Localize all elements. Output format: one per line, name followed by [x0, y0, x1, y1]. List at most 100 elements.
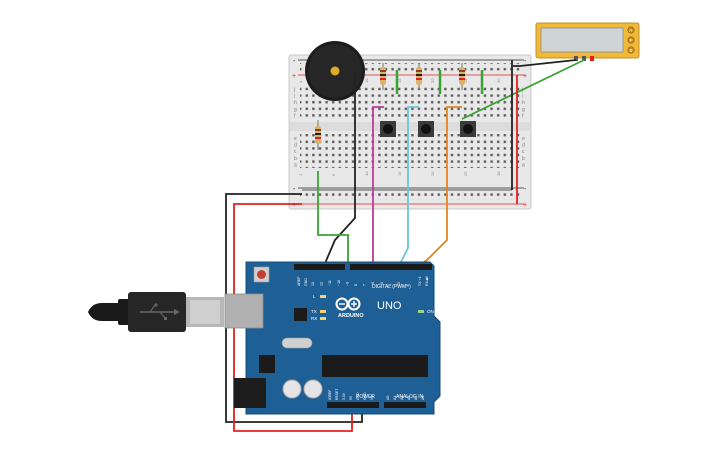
- row-letter-left: g: [294, 107, 297, 113]
- lcd-pin-p-label: P: [630, 38, 633, 43]
- digital-pin-label: 12: [320, 282, 324, 286]
- digital-pin-label: ~10: [337, 280, 341, 286]
- rail-plus-label-tr: +: [523, 73, 527, 80]
- crystal: [281, 337, 313, 349]
- gnd-pin-label: GND: [304, 278, 308, 286]
- column-number-top: 1: [298, 80, 303, 83]
- wire-cyan[interactable]: [397, 106, 419, 269]
- row-letter-left: c: [294, 149, 297, 155]
- led-l: [320, 295, 326, 298]
- power-pin-label: RESET: [335, 389, 339, 400]
- digital-pin-label: ~9: [345, 282, 349, 286]
- power-pin-label: IOREF: [328, 390, 332, 400]
- led-l-label: L: [313, 294, 316, 299]
- usb-icon: [140, 303, 180, 320]
- push-button-2[interactable]: [418, 121, 434, 137]
- power-pin-label: GND: [363, 392, 367, 400]
- lcd-pin-p[interactable]: [627, 36, 635, 44]
- column-number-bottom: 15: [397, 171, 402, 176]
- row-letter-left: h: [294, 100, 297, 106]
- wire-black-lcd[interactable]: [513, 59, 577, 67]
- column-number-top: 10: [364, 78, 369, 83]
- power-header[interactable]: [327, 402, 379, 408]
- brand-text: ARDUINO: [338, 313, 364, 319]
- lcd-screen: [540, 27, 624, 53]
- column-number-top: 25: [463, 78, 468, 83]
- power-pin-label: Vin: [370, 395, 374, 400]
- regulator: [259, 355, 275, 373]
- push-button-3[interactable]: [460, 121, 476, 137]
- row-letter-left: a: [294, 162, 297, 168]
- row-letter-left: f: [294, 113, 296, 119]
- resistor-2[interactable]: [416, 63, 422, 90]
- row-letter-right: b: [522, 156, 525, 162]
- analog-pin-label: A5: [421, 396, 425, 400]
- lcd-pin-a[interactable]: [627, 26, 635, 34]
- capacitor-2: [303, 379, 323, 399]
- led-rx: [320, 317, 326, 320]
- digital-pin-label: 13: [311, 282, 315, 286]
- on-label: ON: [427, 309, 434, 314]
- aref-pin-label: AREF: [297, 276, 301, 286]
- atmega-chip: [322, 355, 428, 377]
- wire-black-gnd-top[interactable]: [322, 121, 356, 269]
- column-number-bottom: 1: [298, 173, 303, 176]
- column-number-bottom: 10: [364, 171, 369, 176]
- digital-pin-label: ~6: [371, 282, 375, 286]
- reset-button[interactable]: [257, 270, 266, 279]
- power-jack[interactable]: [234, 378, 266, 408]
- usb-cable[interactable]: [88, 292, 224, 332]
- row-letter-right: g: [522, 107, 525, 113]
- analog-header[interactable]: [384, 402, 426, 408]
- analog-pin-label: A4: [414, 396, 418, 400]
- column-number-bottom: 30: [496, 171, 501, 176]
- center-channel: [290, 122, 530, 131]
- column-number-bottom: 25: [463, 171, 468, 176]
- resistor-4[interactable]: [315, 120, 321, 150]
- lcd-module[interactable]: A P B: [535, 22, 640, 61]
- column-number-top: 15: [397, 78, 402, 83]
- power-pin-label: GND: [356, 392, 360, 400]
- wire-green-lcd[interactable]: [461, 59, 585, 120]
- lcd-pin-a-label: A: [629, 28, 632, 33]
- row-letter-right: d: [522, 143, 525, 149]
- lcd-terminal-1: [574, 56, 578, 61]
- arduino-infinity-logo: [335, 297, 361, 311]
- analog-pin-label: A2: [400, 396, 404, 400]
- rx0-pin-label: RX◀0: [425, 276, 429, 286]
- wire-red-5v-loop[interactable]: [233, 203, 353, 432]
- row-letter-left: i: [294, 94, 295, 100]
- analog-label: ANALOG IN: [396, 394, 424, 400]
- resistor-3[interactable]: [459, 63, 465, 90]
- push-button-1[interactable]: [380, 121, 396, 137]
- column-number-bottom: 20: [430, 171, 435, 176]
- rail-minus-label-tl: -: [293, 58, 296, 65]
- rail-plus-label-br: +: [523, 202, 527, 209]
- row-letter-left: d: [294, 143, 297, 149]
- lcd-pin-b[interactable]: [627, 46, 635, 54]
- wire-magenta[interactable]: [372, 106, 384, 268]
- digital-header-1[interactable]: [294, 264, 345, 270]
- arduino-uno-board[interactable]: ARDUINO UNO DIGITAL (PWM~) POWER ANALOG …: [224, 261, 441, 415]
- piezo-buzzer[interactable]: [305, 41, 365, 101]
- power-pin-label: 5V: [349, 395, 353, 400]
- wire-green-pin[interactable]: [317, 171, 349, 268]
- row-letter-right: a: [522, 162, 525, 168]
- analog-pin-label: A0: [386, 396, 390, 400]
- tx1-pin-label: TX➝1: [418, 276, 422, 286]
- column-number-top: 30: [496, 78, 501, 83]
- row-letter-right: f: [522, 113, 524, 119]
- digital-header-2[interactable]: [350, 264, 432, 270]
- digital-pin-label: ~11: [328, 280, 332, 286]
- rail-minus-label-bl: -: [293, 186, 296, 193]
- row-letter-right: i: [522, 94, 523, 100]
- resistor-1[interactable]: [380, 63, 386, 90]
- usb-port[interactable]: [224, 293, 264, 329]
- model-text: UNO: [377, 300, 402, 312]
- usb-chip: [294, 308, 307, 321]
- power-label: POWER: [356, 394, 375, 400]
